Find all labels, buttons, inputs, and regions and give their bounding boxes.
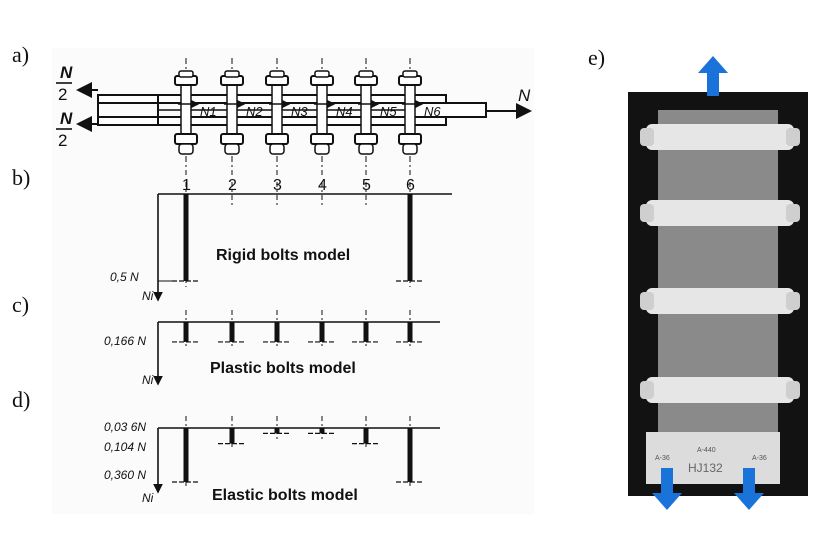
tag-middle: A-440 [697, 447, 716, 454]
photo-bolt-plank-2 [640, 200, 800, 226]
elastic-title: Elastic bolts model [212, 487, 358, 504]
elastic-value-label-3: 0,360 N [104, 468, 146, 482]
photo-bolt-plank-4 [640, 377, 800, 403]
elastic-model-diagram: 0,03 6N 0,104 N 0,360 N Ni Elastic bolts… [104, 420, 440, 505]
plastic-bar-1 [183, 322, 189, 342]
photo-bolt-plank-3 [640, 288, 800, 314]
bolt-1: N1 [174, 58, 217, 175]
plastic-bar-5 [363, 322, 369, 342]
bolt-6: N6 [398, 58, 441, 175]
bolt-force-label-2: N2 [246, 104, 263, 119]
elastic-bar-6 [407, 428, 413, 482]
bolt-2: N2 [220, 58, 263, 175]
tag-right: A-36 [752, 455, 767, 462]
half-load-bottom-den: 2 [58, 131, 67, 150]
bolts-group: N1 N2 N3 N4 N5 N6 [174, 58, 441, 175]
bolt-force-label-5: N5 [380, 104, 397, 119]
rigid-title: Rigid bolts model [216, 247, 350, 264]
plastic-bar-6 [407, 322, 413, 342]
bolt-force-label-3: N3 [291, 104, 308, 119]
plastic-bar-3 [274, 322, 280, 342]
rigid-bar-6 [407, 194, 413, 281]
load-arrow-down-right [734, 468, 764, 510]
panel-label-c: c) [12, 292, 30, 317]
rigid-value-label: 0,5 N [110, 270, 139, 284]
plastic-bar-4 [319, 322, 325, 342]
half-load-top-den: 2 [58, 85, 67, 104]
bolt-force-label-4: N4 [336, 104, 353, 119]
elastic-bar-4 [319, 428, 325, 434]
elastic-bar-5 [363, 428, 369, 444]
rigid-axis-label: Ni [142, 289, 154, 303]
photo-load-arrows [652, 56, 764, 510]
elastic-value-label-1: 0,03 6N [104, 420, 146, 434]
tag-left: A-36 [655, 455, 670, 462]
bolt-force-label-1: N1 [200, 104, 217, 119]
photo-bolt-plank-1 [640, 124, 800, 150]
half-load-bottom: N 2 [56, 109, 98, 150]
plastic-axis-label: Ni [142, 373, 154, 387]
plastic-value-label: 0,166 N [104, 334, 146, 348]
elastic-bar-3 [274, 428, 280, 434]
elastic-bar-1 [183, 428, 189, 482]
specimen-photo: A-36 A-440 A-36 HJ132 [628, 56, 808, 510]
rigid-bar-1 [183, 194, 189, 281]
load-bars [172, 182, 424, 488]
plastic-bar-2 [229, 322, 235, 342]
bolt-4: N4 [310, 58, 353, 175]
half-load-top-num: N [60, 63, 73, 82]
panel-label-d: d) [12, 387, 31, 412]
panel-label-e: e) [588, 45, 606, 70]
plastic-title: Plastic bolts model [210, 360, 356, 377]
applied-load: N [486, 86, 532, 119]
bolt-5: N5 [354, 58, 397, 175]
half-load-top: N 2 [56, 63, 98, 104]
applied-load-label: N [518, 86, 531, 105]
rigid-model-diagram: 0,5 N Ni Rigid bolts model [110, 193, 452, 303]
elastic-bar-2 [229, 428, 235, 444]
specimen-id: HJ132 [688, 461, 723, 475]
load-arrow-down-left [652, 468, 682, 510]
photo-bolt-planks [640, 124, 800, 403]
panel-label-b: b) [12, 165, 31, 190]
elastic-axis-label: Ni [142, 491, 154, 505]
plastic-model-diagram: 0,166 N Ni Plastic bolts model [104, 321, 440, 387]
panel-label-a: a) [12, 42, 30, 67]
half-load-bottom-num: N [60, 109, 73, 128]
bolt-3: N3 [265, 58, 308, 175]
load-arrow-up [698, 56, 728, 96]
elastic-value-label-2: 0,104 N [104, 440, 146, 454]
bolt-force-label-6: N6 [424, 104, 441, 119]
